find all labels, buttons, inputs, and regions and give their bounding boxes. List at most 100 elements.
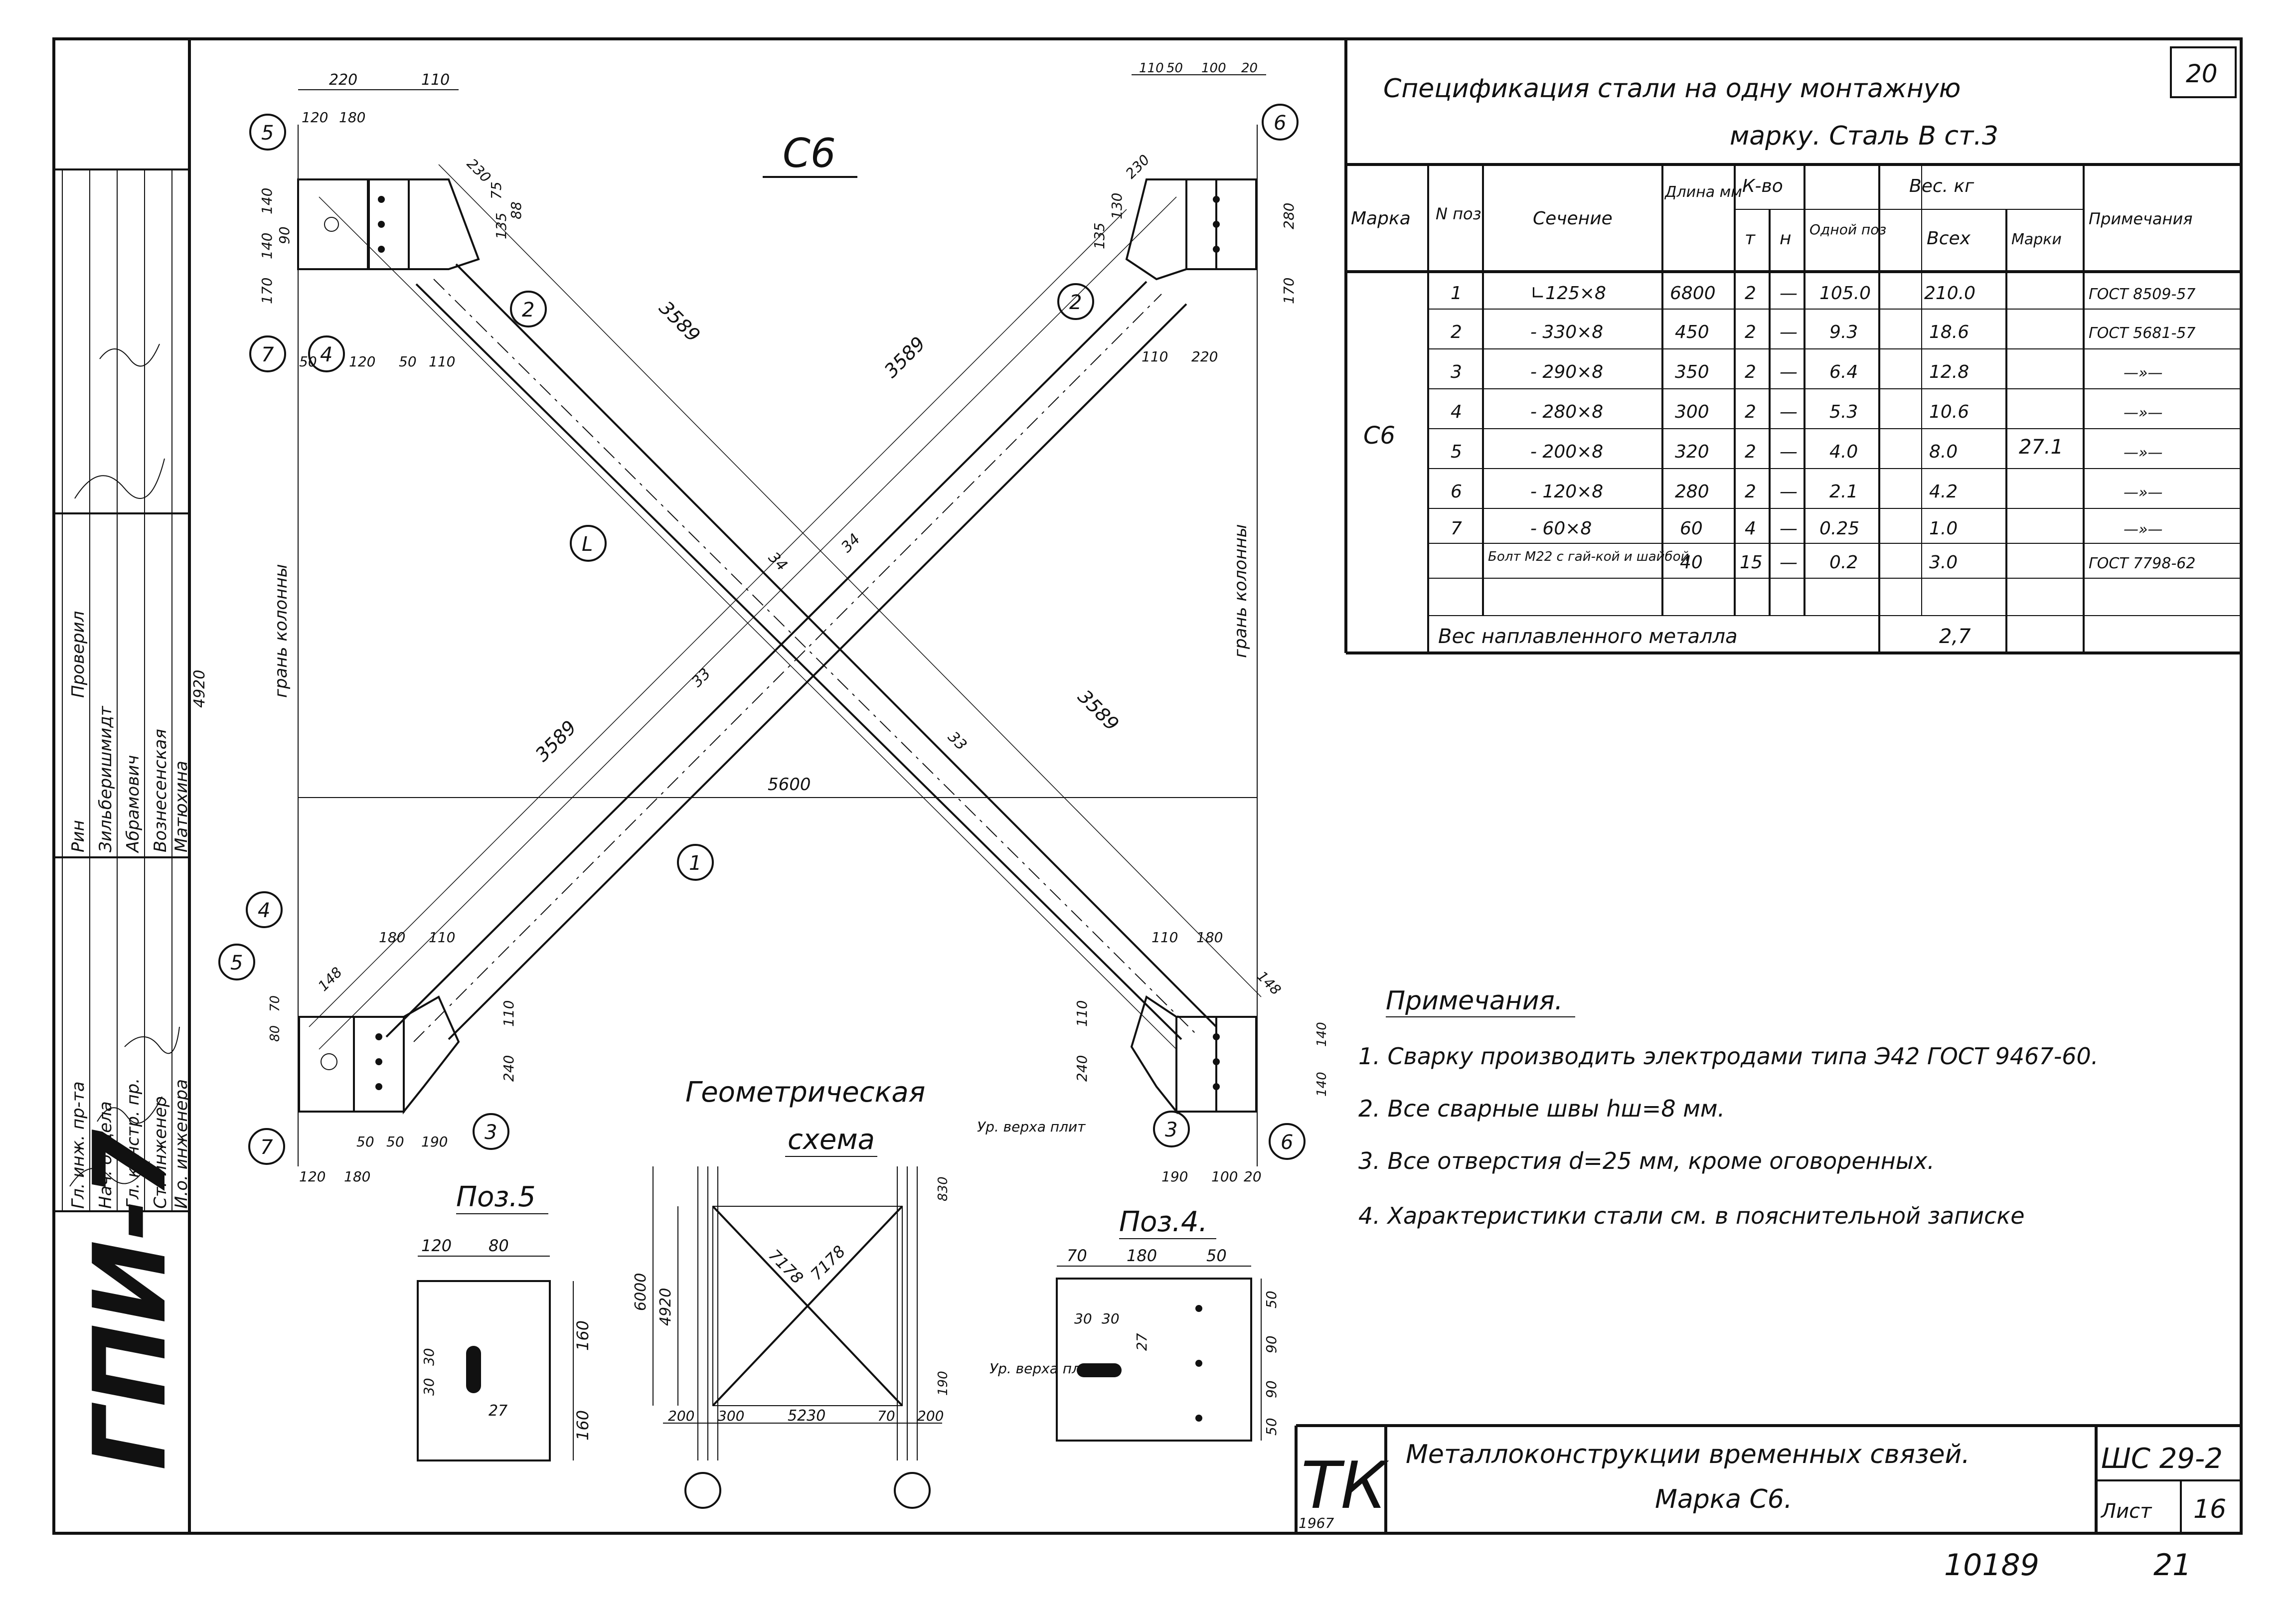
table-row: 3 - 290×8 350 2 — 6.4 12.8 —»—	[1451, 362, 2163, 382]
dim-tl-50b: 50	[399, 353, 417, 370]
dim-br-110c: 110	[1074, 1000, 1090, 1027]
spec-rows: 1 ∟125×8 6800 2 — 105.0 210.0 ГОСТ 8509-…	[1451, 283, 2195, 573]
pos4-h90a: 90	[1263, 1335, 1280, 1353]
note-4: 4. Характеристики стали см. в пояснитель…	[1358, 1202, 2025, 1229]
tb-sheet-label: Лист	[2100, 1500, 2152, 1523]
svg-text:1: 1	[689, 852, 701, 875]
note-1: 1. Сварку производить электродами типа Э…	[1358, 1043, 2098, 1070]
dim-br-180: 180	[1196, 929, 1223, 946]
geom-d830: 830	[936, 1176, 951, 1201]
svg-text:—»—: —»—	[2124, 364, 2163, 382]
dim-tl-75: 75	[488, 181, 504, 199]
svg-text:—: —	[1780, 283, 1798, 304]
hdr-prim: Примечания	[2089, 209, 2192, 228]
dim-tl-180: 180	[339, 109, 365, 126]
tb-line2: Марка С6.	[1655, 1484, 1792, 1514]
geom-column-marker-left	[684, 1472, 721, 1509]
detail-pos5: Поз.5 120 80 160 160 30 30 27	[417, 1181, 592, 1461]
tk-year: 1967	[1299, 1515, 1334, 1531]
table-row: Болт М22 с гай-кой и шайбой 40 15 — 0.2 …	[1488, 549, 2195, 573]
svg-text:6: 6	[1274, 112, 1286, 135]
svg-text:4: 4	[1451, 402, 1462, 422]
stamp-role-1: Гл. инж. пр-та	[68, 1081, 88, 1209]
dim-line-top-diag	[438, 164, 1262, 997]
footer-num-2: 21	[2153, 1548, 2191, 1583]
callout-1-center: 1	[677, 844, 714, 881]
axis-line-2	[319, 196, 1177, 1050]
geom-b70: 70	[877, 1408, 895, 1424]
svg-text:2: 2	[1745, 402, 1756, 422]
svg-text:40: 40	[1680, 552, 1703, 573]
stamp-name-1: Рин	[68, 820, 88, 852]
svg-text:4: 4	[258, 899, 270, 922]
pos4-s30b: 30	[1102, 1310, 1120, 1327]
pos4-h50b: 50	[1263, 1418, 1280, 1436]
footer-num-1: 10189	[1944, 1548, 2039, 1583]
pos5-title: Поз.5	[456, 1181, 536, 1213]
dim-34-b: 34	[838, 530, 864, 556]
svg-text:- 120×8: - 120×8	[1530, 482, 1603, 502]
callout-6-top: 6	[1262, 104, 1299, 141]
geom-title-1: Геометрическая	[685, 1076, 925, 1109]
svg-text:7: 7	[1451, 518, 1462, 539]
svg-text:—: —	[1780, 482, 1798, 502]
sheet-top-number: 20	[2186, 59, 2218, 88]
svg-text:5: 5	[1451, 442, 1462, 462]
dim-line-left-diag	[309, 209, 1127, 1027]
svg-text:L: L	[582, 533, 593, 556]
svg-text:2: 2	[1069, 291, 1082, 314]
svg-text:8.0: 8.0	[1929, 442, 1958, 462]
pos4-title: Поз.4.	[1119, 1206, 1207, 1238]
dim-33-a: 33	[688, 665, 714, 691]
signature-1	[69, 1161, 150, 1187]
dim-bl-180: 180	[379, 929, 405, 946]
dim-bl-50: 50	[356, 1133, 374, 1150]
svg-text:350: 350	[1675, 362, 1709, 382]
dim-bl-80: 80	[268, 1025, 283, 1042]
dim-tl-120: 120	[302, 109, 328, 126]
tb-code: ШС 29-2	[2101, 1443, 2223, 1475]
dim-tl-110b: 110	[429, 353, 455, 370]
svg-text:300: 300	[1675, 402, 1709, 422]
svg-text:10.6: 10.6	[1929, 402, 1969, 422]
signature-2	[97, 1096, 163, 1124]
main-elevation: грань колонны грань колонны 3589 3589 35…	[218, 61, 1329, 1185]
hdr-n: н	[1780, 228, 1792, 249]
callout-4-top: 4	[308, 335, 345, 372]
svg-text:—: —	[1780, 518, 1798, 539]
svg-text:320: 320	[1675, 442, 1709, 462]
dim-tl-110: 110	[421, 71, 450, 89]
pos4-w50: 50	[1206, 1246, 1227, 1265]
svg-text:ГОСТ 5681-57: ГОСТ 5681-57	[2089, 324, 2195, 342]
geom-d190: 190	[936, 1371, 951, 1396]
callout-2-top-right: 2	[1057, 283, 1094, 320]
svg-text:12.8: 12.8	[1929, 362, 1969, 382]
note-2: 2. Все сварные швы hш=8 мм.	[1358, 1095, 1725, 1122]
svg-text:5.3: 5.3	[1829, 402, 1858, 422]
title-block: ТК 1967 Металлоконструкции временных свя…	[1295, 1424, 2241, 1533]
stamp-name-2: Зильберишмидт	[96, 705, 116, 852]
callout-4-bottom: 4	[246, 891, 283, 928]
svg-text:2: 2	[1745, 283, 1756, 304]
svg-text:3.0: 3.0	[1929, 552, 1958, 573]
dim-tl-135: 135	[493, 213, 509, 239]
dim-bl-50b: 50	[386, 1133, 404, 1150]
pos4-plate	[1056, 1278, 1252, 1442]
svg-text:2.1: 2.1	[1829, 482, 1858, 502]
side-stamp: Гл. инж. пр-та Нач. отдела Гл. констр. п…	[54, 168, 208, 1470]
dim-br-140b: 140	[1314, 1072, 1329, 1097]
geom-b200a: 200	[668, 1408, 694, 1424]
callout-2-top-left: 2	[510, 291, 547, 327]
signature-4	[74, 458, 165, 499]
svg-text:15: 15	[1740, 552, 1763, 573]
pos5-h160b: 160	[573, 1410, 592, 1441]
column-label-right: грань колонны	[1231, 524, 1251, 658]
geom-h4920: 4920	[657, 1288, 674, 1326]
svg-text:9.3: 9.3	[1829, 322, 1858, 342]
pos4-slot	[1077, 1363, 1122, 1377]
svg-text:—»—: —»—	[2124, 484, 2163, 501]
svg-text:2: 2	[1745, 442, 1756, 462]
geom-h6000: 6000	[632, 1273, 650, 1311]
svg-text:6800: 6800	[1670, 283, 1716, 304]
dim-tr-170: 170	[1281, 278, 1297, 304]
